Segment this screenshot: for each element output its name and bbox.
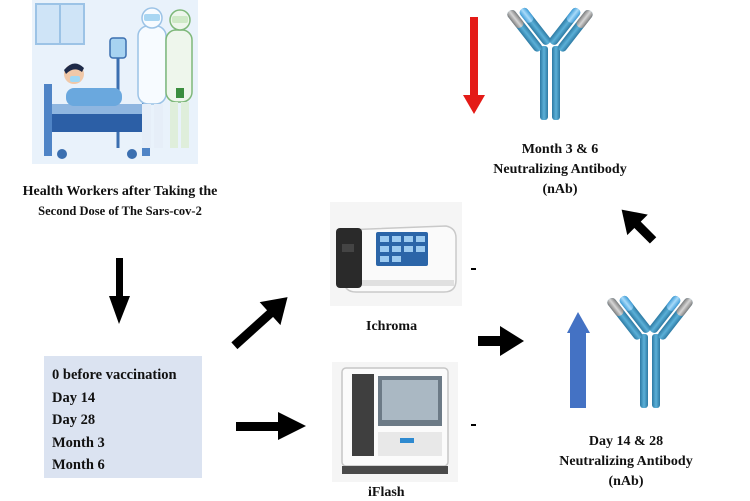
dash-mark-2 <box>471 424 476 426</box>
arrow-to-top-antibody <box>621 209 657 244</box>
ichroma-label: Ichroma <box>366 319 418 334</box>
antibody-top-line2: Neutralizing Antibody <box>493 162 627 177</box>
iflash-label: iFlash <box>368 485 405 500</box>
iflash-device-image <box>332 362 458 482</box>
antibody-bottom-line1: Day 14 & 28 <box>588 434 664 449</box>
antibody-bottom-line2: Neutralizing Antibody <box>559 454 693 469</box>
arrow-to-iflash <box>236 412 306 440</box>
timepoint-item: Day 28 <box>52 412 96 428</box>
workers-caption-line1: Health Workers after Taking the <box>22 184 218 199</box>
timepoint-item: Month 3 <box>52 434 105 451</box>
dash-mark-1 <box>471 268 476 270</box>
timepoint-item: 0 before vaccination <box>52 367 177 383</box>
antibody-top-line1: Month 3 & 6 <box>521 142 599 157</box>
arrow-down-to-timeline <box>109 258 130 324</box>
timepoints-box: 0 before vaccination Day 14 Day 28 Month… <box>44 356 202 478</box>
arrow-to-bottom-antibody <box>478 326 524 356</box>
antibody-top-label: Month 3 & 6 Neutralizing Antibody (nAb) <box>450 140 670 200</box>
antibody-bottom-label: Day 14 & 28 Neutralizing Antibody (nAb) <box>526 432 726 492</box>
arrow-to-ichroma <box>231 297 288 350</box>
antibody-top-line3: (nAb) <box>542 182 578 197</box>
increase-arrow-blue <box>567 312 590 408</box>
health-workers-illustration <box>32 0 198 164</box>
timepoint-item: Month 6 <box>52 457 105 473</box>
antibody-bottom-line3: (nAb) <box>608 474 644 489</box>
timepoints-list: 0 before vaccination Day 14 Day 28 Month… <box>44 356 202 477</box>
timepoint-item: Day 14 <box>52 389 96 406</box>
workers-caption-line2: Second Dose of The Sars-cov-2 <box>38 204 202 218</box>
antibody-top-icon <box>505 1 595 120</box>
decrease-arrow-red <box>463 17 485 114</box>
flow-arrows <box>109 209 657 440</box>
ichroma-device-image <box>330 202 462 306</box>
antibody-bottom-icon <box>605 289 695 408</box>
